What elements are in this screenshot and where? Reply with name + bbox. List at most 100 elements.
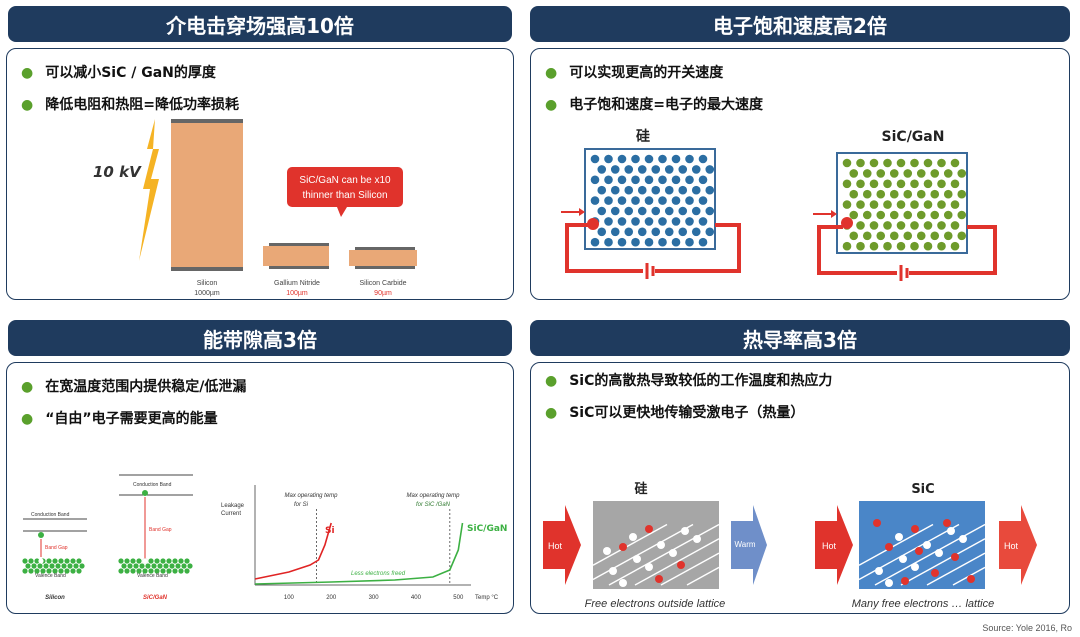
valence-electron xyxy=(181,563,187,569)
free-electron xyxy=(655,575,663,583)
lattice-electron xyxy=(658,237,667,247)
bullet-item: ●电子饱和速度=电子的最大速度 xyxy=(545,89,763,121)
lattice-electron xyxy=(617,175,627,185)
lattice-electron xyxy=(883,179,892,189)
band-gap-label: Band Gap xyxy=(45,545,68,551)
valence-electron xyxy=(46,568,52,574)
lattice-electron xyxy=(671,217,681,226)
lattice-electron xyxy=(923,200,933,209)
panel-header-dielectric: 介电击穿场强高10倍 xyxy=(8,6,512,42)
lattice-electron xyxy=(617,237,627,247)
free-electron xyxy=(619,543,627,551)
bullet-list: ●在宽温度范围内提供稳定/低泄漏 ●“自由”电子需要更高的能量 xyxy=(21,371,246,435)
lightning-icon xyxy=(139,119,159,261)
lattice-electron xyxy=(631,217,640,226)
lattice-line xyxy=(900,538,986,586)
hole xyxy=(38,558,44,564)
lattice-electron xyxy=(698,237,708,247)
lattice-electron xyxy=(896,221,906,230)
lattice-electron xyxy=(842,200,852,209)
lattice-electron xyxy=(869,158,879,168)
lattice-electron xyxy=(930,169,940,178)
band-gap-label: Band Gap xyxy=(149,527,172,533)
lattice-line xyxy=(660,552,720,586)
bullet-item: ●SiC的高散热导致较低的工作温度和热应力 xyxy=(545,365,832,397)
valence-electron xyxy=(130,568,136,574)
valence-electron xyxy=(40,568,46,574)
lattice-electron xyxy=(610,206,620,216)
hot-arrow-icon xyxy=(999,505,1037,585)
valence-electron xyxy=(178,558,184,564)
lattice-electron xyxy=(590,237,600,247)
chart-annotation: Less electrons freed xyxy=(351,571,406,577)
valence-electron xyxy=(55,563,61,569)
lattice-electron xyxy=(637,185,647,195)
free-electron xyxy=(943,519,951,527)
lattice-electron xyxy=(597,185,607,195)
lattice-electron xyxy=(869,241,879,251)
bullet-icon: ● xyxy=(545,373,558,389)
lattice-electron xyxy=(658,217,667,226)
panel-dielectric: ●可以减小SiC / GaN的厚度 ●降低电阻和热阻=降低功率损耗 10 kV … xyxy=(6,48,514,300)
bullet-item: ●可以减小SiC / GaN的厚度 xyxy=(21,57,239,89)
lattice-electron xyxy=(889,169,899,178)
valence-electron xyxy=(70,568,76,574)
material-thickness: 100µm xyxy=(286,290,308,297)
valence-electron xyxy=(154,558,160,564)
free-electron xyxy=(967,575,975,583)
free-electron xyxy=(901,577,909,585)
lattice-electron xyxy=(950,221,960,230)
valence-electron xyxy=(154,568,160,574)
lattice-electron xyxy=(916,169,926,178)
lattice-electron xyxy=(664,227,674,237)
annotation-si: Max operating temp xyxy=(284,493,338,499)
lattice-electron xyxy=(943,210,953,220)
valence-electron xyxy=(34,558,40,564)
lattice-line xyxy=(926,552,986,586)
lattice-electron xyxy=(950,179,960,189)
lattice-electron xyxy=(651,206,661,216)
band-material-label: SiC/GaN xyxy=(143,595,168,601)
lattice-electron xyxy=(937,241,946,251)
lattice-electron xyxy=(705,227,715,237)
lattice-electron xyxy=(910,179,919,189)
circuit-wire-si-right xyxy=(655,223,741,273)
lattice-electron xyxy=(930,210,940,220)
lattice-atom xyxy=(657,541,665,549)
lattice-electron xyxy=(862,189,872,199)
valence-electron xyxy=(28,558,34,564)
lattice-electron xyxy=(903,169,913,178)
thermal-diagram: 硅 SiC Hot Warm Hot Hot Free electrons ou… xyxy=(543,481,1037,610)
valence-electron xyxy=(124,558,130,564)
lattice-electron xyxy=(671,237,681,247)
lattice-electron xyxy=(896,179,906,189)
hot-label: Hot xyxy=(548,541,563,551)
lattice-electron xyxy=(604,217,613,226)
valence-electron xyxy=(67,563,73,569)
valence-electron xyxy=(148,568,154,574)
bullet-list: ●SiC的高散热导致较低的工作温度和热应力 ●SiC可以更快地传输受激电子（热量… xyxy=(545,365,832,429)
valence-electron xyxy=(124,568,130,574)
x-tick-label: 500 xyxy=(453,595,464,601)
lattice-electron xyxy=(664,185,674,195)
bullet-list: ●可以减小SiC / GaN的厚度 ●降低电阻和热阻=降低功率损耗 xyxy=(21,57,239,121)
lattice-electron xyxy=(876,231,886,241)
lattice-electron xyxy=(671,154,681,164)
silicon-block-top xyxy=(171,119,243,123)
valence-electron xyxy=(76,568,82,574)
lattice-electron xyxy=(903,189,913,199)
silicon-block xyxy=(171,123,243,267)
lattice-electron xyxy=(856,179,865,189)
lattice-electron xyxy=(698,154,708,164)
lattice-electron xyxy=(856,158,865,168)
lattice-electron xyxy=(658,154,667,164)
valence-electron xyxy=(151,563,157,569)
lattice-electron xyxy=(883,158,892,168)
lattice-electron xyxy=(957,169,967,178)
circuit-wire-si xyxy=(565,223,643,273)
warm-arrow-icon xyxy=(731,505,767,585)
free-electron xyxy=(841,217,853,229)
lattice-electron xyxy=(671,175,681,185)
series-label-si: Si xyxy=(325,526,335,536)
valence-electron xyxy=(184,558,190,564)
